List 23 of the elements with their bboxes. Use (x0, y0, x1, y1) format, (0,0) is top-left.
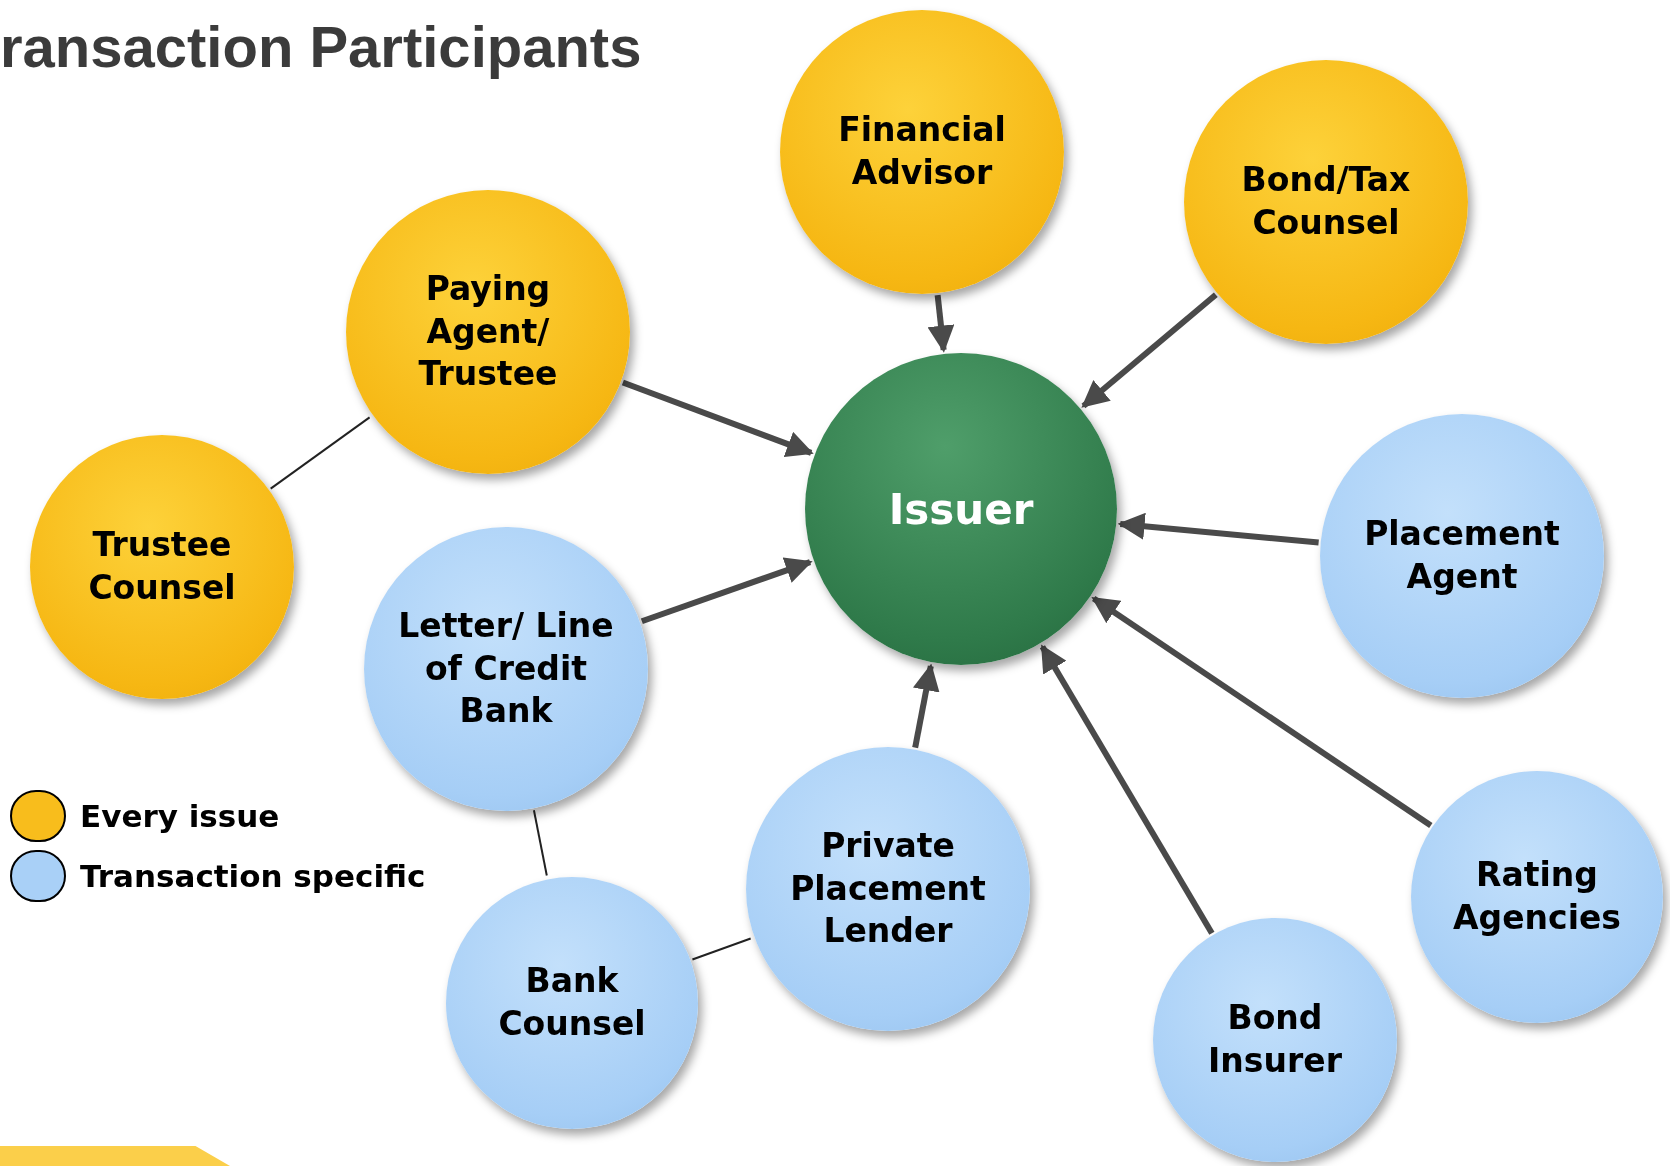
arrow (1039, 644, 1215, 935)
participant-label: Bond Insurer (1207, 997, 1343, 1082)
participant-label: Bond/Tax Counsel (1240, 159, 1412, 244)
participant-label: Financial Advisor (837, 109, 1007, 194)
arrow (640, 557, 813, 625)
arrow (912, 663, 940, 749)
participant-label: Bank Counsel (497, 960, 647, 1045)
participant-label: Placement Agent (1363, 513, 1561, 598)
arrow (621, 379, 814, 458)
legend-label: Transaction specific (80, 856, 426, 896)
participant-label: Issuer (887, 483, 1035, 536)
connector-line (269, 416, 371, 490)
legend-label: Every issue (80, 796, 280, 836)
arrow (927, 294, 955, 353)
participant-label: Private Placement Lender (789, 824, 987, 953)
participant-label: Paying Agent/ Trustee (417, 267, 559, 396)
arrow (1081, 292, 1218, 409)
participant-label: Letter/ Line of Credit Bank (397, 604, 615, 733)
arrow (1117, 512, 1319, 546)
participant-label: Trustee Counsel (87, 524, 237, 609)
participant-label: Rating Agencies (1452, 854, 1622, 939)
arrow (1091, 595, 1433, 828)
connector-line (691, 937, 752, 961)
